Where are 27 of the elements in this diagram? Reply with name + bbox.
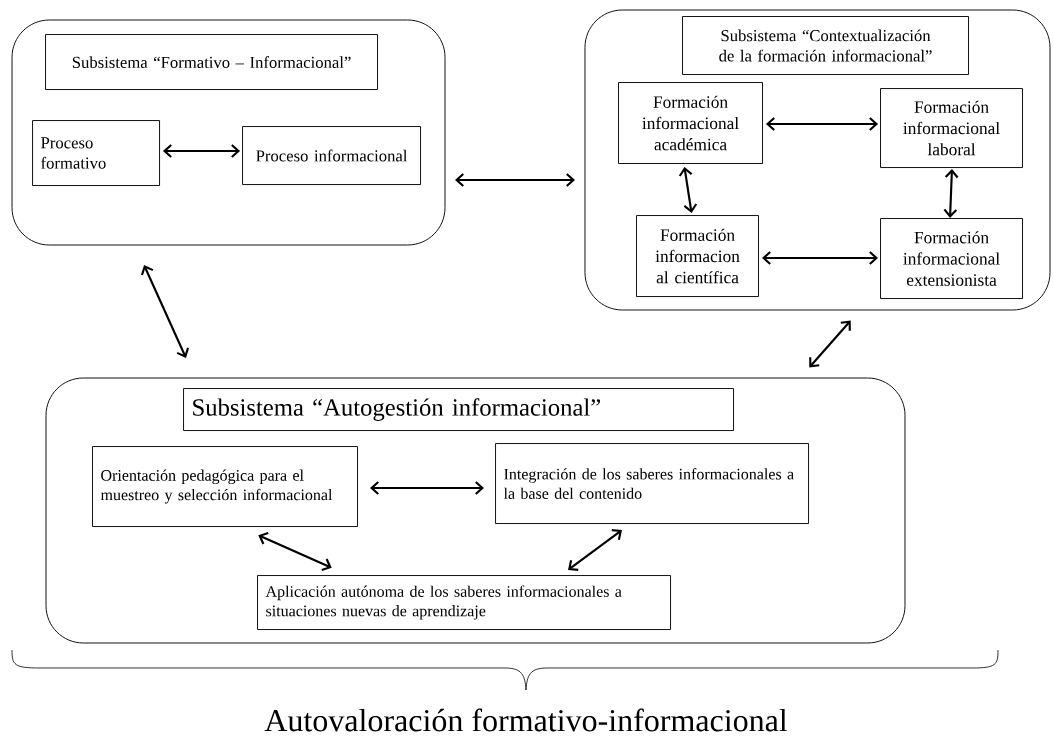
process-box: Formación informacional extensionista (880, 218, 1023, 299)
process-box: Formación informacional académica (618, 82, 763, 164)
process-box: Formación informacion al científica (636, 215, 759, 297)
title-box: Subsistema “Autogestión informacional” (183, 388, 734, 431)
process-box: Aplicación autónoma de los saberes informacionales a situaciones nuevas de aprendizaje (257, 575, 671, 630)
title-box: Subsistema “Contextualización de la formación informacional” (682, 16, 969, 75)
title-box: Subsistema “Formativo – Informacional” (45, 34, 378, 90)
arrow (455, 173, 575, 187)
arrow (761, 251, 879, 265)
process-box: Formación informacional laboral (880, 88, 1023, 168)
arrow (568, 529, 622, 571)
arrow (678, 166, 698, 214)
arrow (370, 481, 484, 495)
arrow (809, 320, 851, 368)
caption: Autovaloración formativo-informacional (264, 708, 788, 732)
arrow (162, 144, 241, 158)
process-box: Orientación pedagógica para el muestreo y selección informacional (92, 446, 358, 527)
process-box: Proceso formativo (32, 120, 160, 186)
arrow (765, 117, 879, 131)
subsystem-panel (45, 377, 906, 644)
subsystem-panel (584, 9, 1051, 311)
arrow (943, 169, 959, 218)
process-box: Integración de los saberes informacionales a la base del contenido (495, 443, 809, 524)
process-box: Proceso informacional (242, 126, 421, 185)
subsystem-panel (11, 19, 446, 246)
arrow (140, 265, 190, 358)
arrow (258, 532, 332, 571)
